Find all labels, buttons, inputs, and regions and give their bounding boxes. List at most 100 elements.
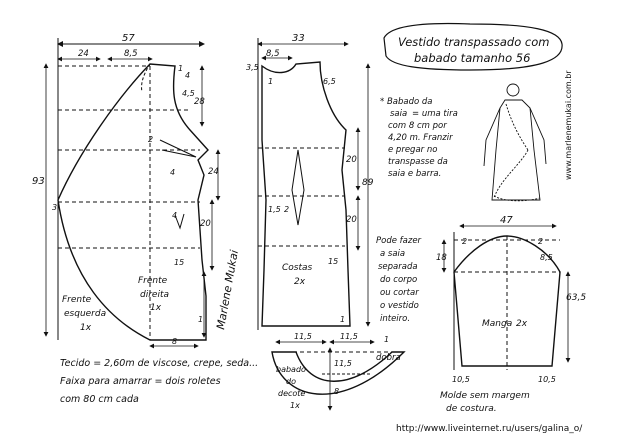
svg-text:6,5: 6,5 [323,77,336,86]
svg-text:3: 3 [52,203,57,212]
svg-text:esquerda: esquerda [64,309,106,319]
svg-text:babado: babado [276,365,306,374]
svg-text:1: 1 [178,64,183,73]
svg-text:1x: 1x [80,323,92,333]
svg-text:20: 20 [200,219,211,229]
neck-ruffle-outline [271,351,406,395]
svg-text:e pregar no: e pregar no [388,145,437,155]
svg-text:ou cortar: ou cortar [380,288,419,298]
title-block: Vestido transpassado com babado tamanho … [383,22,563,71]
watermark-url: http://www.liveinternet.ru/users/galina_… [396,424,583,434]
dress-illustration [483,83,547,202]
svg-text:saia e barra.: saia e barra. [388,169,441,179]
svg-text:4,20 m. Franzir: 4,20 m. Franzir [388,133,453,143]
back-outline [261,61,351,327]
fabric-line3: com 80 cm cada [60,394,139,405]
svg-text:20: 20 [346,215,357,225]
svg-text:8: 8 [334,387,339,396]
front-piece [43,38,221,349]
svg-text:4: 4 [172,211,177,220]
svg-text:1x: 1x [150,303,162,313]
svg-text:saia: saia [390,109,407,119]
svg-text:transpasse da: transpasse da [388,157,448,167]
svg-text:63,5: 63,5 [566,293,586,303]
svg-text:Frente: Frente [62,295,92,305]
svg-text:Pode fazer: Pode fazer [376,236,422,246]
svg-text:Costas: Costas [282,263,313,273]
back-piece [257,38,371,330]
svg-text:10,5: 10,5 [452,375,470,384]
svg-text:47: 47 [500,215,513,226]
svg-text:15: 15 [174,258,184,267]
svg-text:* Babado da: * Babado da [380,97,433,107]
svg-text:1: 1 [198,315,203,324]
svg-text:com 8 cm por: com 8 cm por [388,121,447,131]
title-line1: Vestido transpassado com [398,35,549,49]
svg-text:11,5: 11,5 [340,332,358,341]
svg-text:Frente: Frente [138,276,168,286]
svg-text:2: 2 [148,135,153,144]
svg-text:1: 1 [268,77,273,86]
website-url: www.marlenemukai.com.br [564,70,573,180]
svg-text:1,5: 1,5 [268,205,281,214]
svg-text:11,5: 11,5 [294,332,312,341]
svg-text:Molde sem margem: Molde sem margem [440,391,530,401]
sleeve-piece [441,223,571,370]
svg-text:3,5: 3,5 [246,63,259,72]
svg-text:1x: 1x [290,401,300,410]
svg-text:inteiro.: inteiro. [380,314,410,324]
title-line2: babado tamanho 56 [414,51,530,65]
svg-text:20: 20 [346,155,357,165]
back-dart [291,149,305,226]
svg-text:8,5: 8,5 [266,49,280,59]
svg-text:18: 18 [436,253,447,263]
neck-ruffle-piece [271,339,406,411]
svg-text:4: 4 [170,168,175,177]
svg-text:a saia: a saia [380,249,405,259]
svg-text:4: 4 [185,71,190,80]
svg-text:Manga: Manga [482,319,512,329]
svg-text:2: 2 [538,237,543,246]
svg-text:do corpo: do corpo [380,275,417,285]
svg-text:2x: 2x [516,319,528,329]
svg-text:4,5: 4,5 [182,89,195,98]
svg-text:decote: decote [278,389,305,398]
svg-text:2: 2 [284,205,289,214]
fabric-line2: Faixa para amarrar = dois roletes [60,376,221,387]
svg-text:de costura.: de costura. [446,404,497,414]
svg-text:dobra: dobra [376,353,401,363]
skirt-note: Pode fazer a saia separada do corpo ou c… [376,236,422,324]
svg-text:8,5: 8,5 [124,49,138,59]
svg-text:8,5: 8,5 [540,253,553,262]
svg-text:28: 28 [194,97,205,107]
svg-text:15: 15 [328,257,338,266]
svg-text:2: 2 [462,237,467,246]
fabric-line1: Tecido = 2,60m de viscose, crepe, seda..… [60,358,258,369]
ruffle-note: * Babado da saia = uma tira com 8 cm por… [380,97,458,179]
front-dart [159,139,197,158]
svg-text:24: 24 [78,49,89,59]
svg-text:2x: 2x [294,277,306,287]
front-width-label: 57 [122,33,135,44]
neck-ruffle-labels: 11,5 11,5 1 11,5 8 dobra babado do decot… [276,332,401,410]
svg-text:11,5: 11,5 [334,359,352,368]
fabric-notes: Tecido = 2,60m de viscose, crepe, seda..… [60,358,258,405]
svg-text:10,5: 10,5 [538,375,556,384]
svg-text:93: 93 [32,176,45,187]
svg-text:8: 8 [172,337,177,346]
svg-text:89: 89 [362,178,374,188]
svg-text:1: 1 [340,315,345,324]
svg-text:do: do [286,377,296,386]
svg-text:24: 24 [208,167,219,177]
sleeve-labels: 47 2 2 18 8,5 63,5 Manga 2x 10,5 10,5 Mo… [436,215,586,414]
sleeve-outline [453,235,561,367]
svg-text:= uma tira: = uma tira [412,109,458,119]
svg-text:33: 33 [292,33,305,44]
svg-text:o vestido: o vestido [380,301,419,311]
svg-text:separada: separada [378,262,418,272]
back-labels: 33 3,5 8,5 1 6,5 20 20 2 89 15 1,5 1 Cos… [246,33,374,324]
svg-text:1: 1 [384,335,389,344]
front-outline [57,63,209,341]
svg-text:direita: direita [140,290,169,300]
